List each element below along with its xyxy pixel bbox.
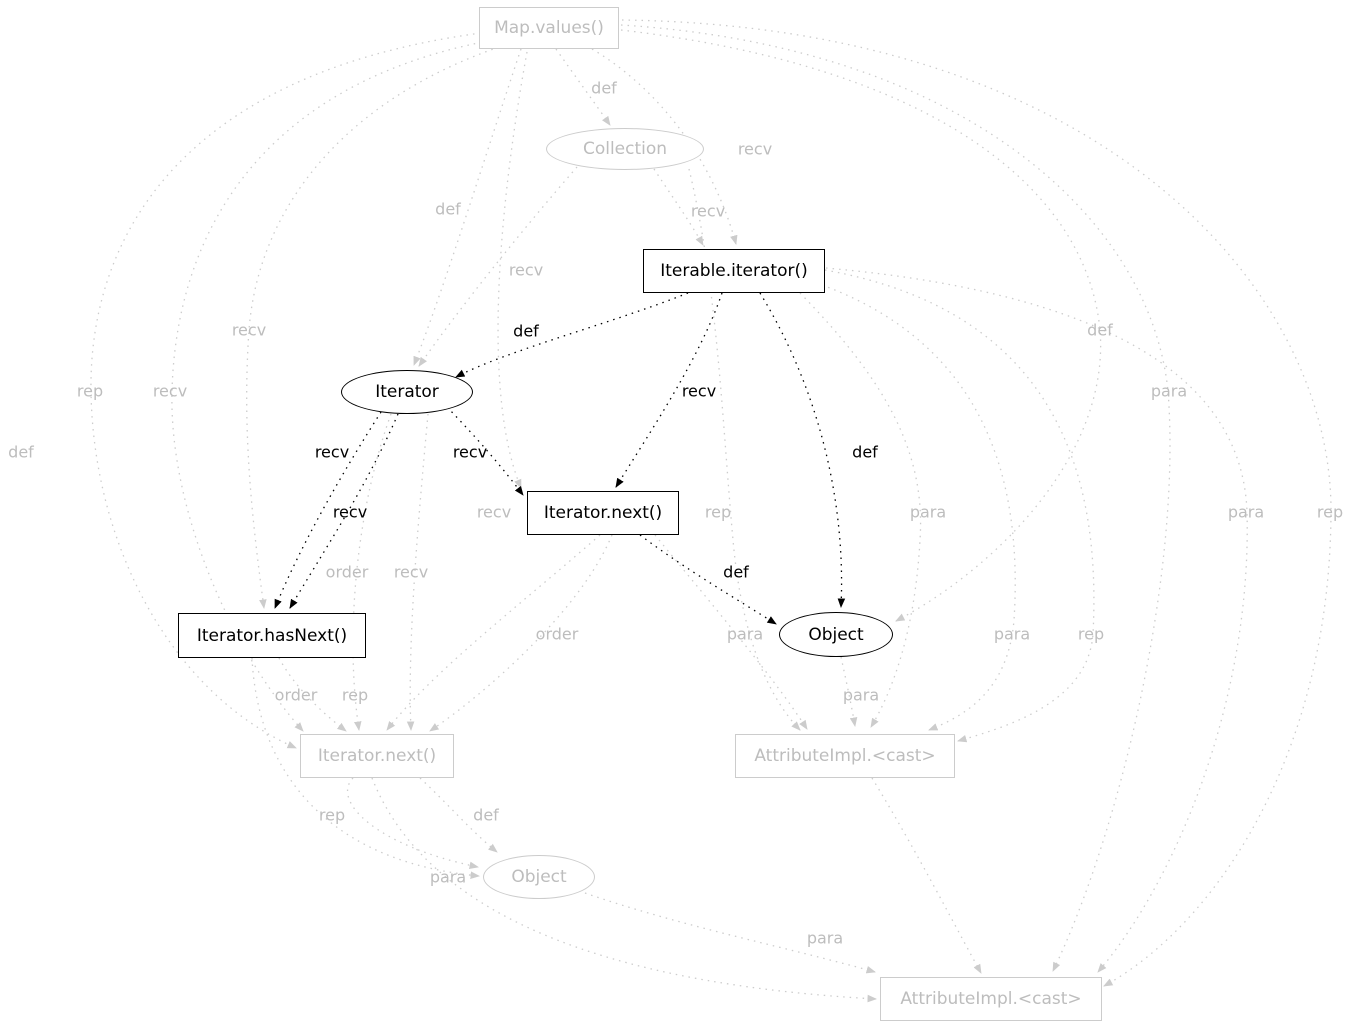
edge-map-iterable [591, 48, 738, 245]
node-object: Object [779, 612, 893, 657]
edge-label-para: para [429, 867, 467, 887]
edge-object-cast [840, 656, 858, 727]
edge-hasnext-object-faded [251, 657, 480, 879]
edge-label-recv: recv [152, 381, 188, 401]
edge-label-order: order [274, 685, 318, 705]
edge-label-def: def [473, 805, 499, 825]
edge-map-hasnext [246, 44, 506, 609]
edge-label-order: order [325, 562, 369, 582]
edge-label-rep: rep [1316, 502, 1344, 522]
edge-label-def: def [1087, 320, 1113, 340]
node-iterator-next: Iterator.next() [527, 491, 679, 535]
edge-label-para: para [1227, 502, 1265, 522]
edge-iterator-next-recv [446, 406, 524, 496]
edge-iterable-cast [799, 292, 922, 728]
edge-map-object [620, 29, 1102, 622]
edge-iterator-next-faded [352, 413, 392, 731]
node-object-faded: Object [483, 855, 595, 899]
edge-iterable-object-def [759, 292, 846, 608]
edge-label-para: para [909, 502, 947, 522]
edge-label-recv: recv [452, 442, 488, 462]
edge-label-recv: recv [393, 562, 429, 582]
edge-label-def: def [723, 562, 749, 582]
edge-label-rep: rep [76, 381, 104, 401]
edge-label-def: def [435, 199, 461, 219]
node-collection: Collection [546, 128, 704, 170]
edge-cast-cast2 [871, 777, 982, 974]
node-iterator-hasnext: Iterator.hasNext() [178, 613, 366, 658]
edge-label-recv: recv [231, 320, 267, 340]
edge-label-recv: recv [690, 201, 726, 221]
edge-label-def: def [513, 321, 539, 341]
node-attributeimpl-cast-2: AttributeImpl.<cast> [880, 977, 1102, 1021]
edge-next-faded-object-faded-rep [347, 777, 479, 870]
edge-next-next-faded [386, 534, 601, 731]
edge-label-def: def [591, 78, 617, 98]
edge-label-para: para [1150, 381, 1188, 401]
edge-label-recv: recv [681, 381, 717, 401]
edge-next-object-def [639, 534, 777, 625]
edge-label-recv: recv [737, 139, 773, 159]
edge-label-rep: rep [1077, 624, 1105, 644]
node-iterator-next-faded: Iterator.next() [300, 734, 454, 778]
edge-iterator-hasnext-recv [274, 411, 382, 609]
edge-next-order-faded [429, 534, 613, 732]
edge-label-para: para [842, 685, 880, 705]
edge-label-recv: recv [314, 442, 350, 462]
edge-map-collection [555, 48, 611, 126]
edge-label-rep: rep [704, 502, 732, 522]
edge-right-cast [824, 269, 1095, 743]
edge-iterable-cast2 [825, 267, 1248, 973]
node-iterator: Iterator [341, 370, 473, 414]
edge-far-right-cast2 [621, 19, 1332, 987]
edge-iterator-next-faded-2 [406, 413, 429, 731]
node-map-values: Map.values() [479, 7, 619, 49]
edge-left-next-faded [90, 32, 482, 749]
edge-next-faded-cast2 [371, 777, 877, 1003]
node-iterable-iterator: Iterable.iterator() [643, 249, 825, 293]
edge-label-rep: rep [318, 805, 346, 825]
edge-label-para: para [806, 928, 844, 948]
edge-label-order: order [535, 624, 579, 644]
edge-iterable-next-recv [615, 292, 723, 488]
edge-collection-iterator [418, 166, 578, 367]
edge-label-recv: recv [332, 502, 368, 522]
edge-label-def: def [852, 442, 878, 462]
edge-label-def: def [8, 442, 34, 462]
edge-right-cast2 [620, 24, 1171, 972]
edge-object-faded-cast2 [584, 892, 876, 974]
edge-label-para: para [726, 624, 764, 644]
edge-iterable-iterator-def [455, 292, 689, 378]
edge-label-para: para [993, 624, 1031, 644]
edge-label-rep: rep [341, 685, 369, 705]
edge-label-recv: recv [476, 502, 512, 522]
edge-iterable-cast-2 [821, 284, 1016, 731]
edge-collection-iterable [653, 168, 704, 246]
node-attributeimpl-cast: AttributeImpl.<cast> [735, 734, 955, 778]
edge-label-recv: recv [508, 260, 544, 280]
